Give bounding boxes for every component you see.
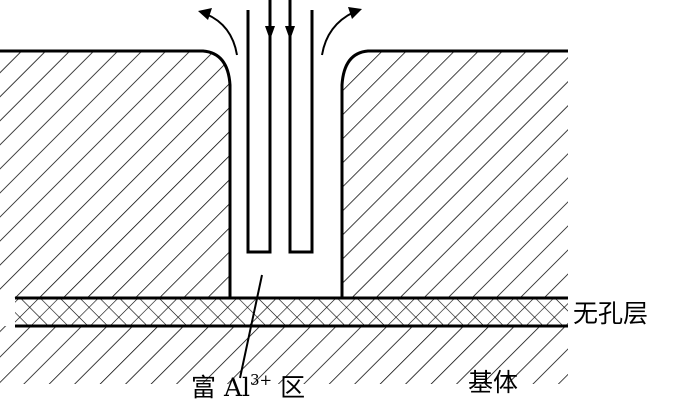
label-al-rich-zone-superscript: 3+ (250, 371, 273, 389)
substrate (0, 326, 568, 384)
label-nonporous-layer: 无孔层 (573, 299, 649, 328)
flow-arrows (205, 11, 355, 56)
al-zone-leader (239, 274, 263, 379)
nonporous-layer (15, 298, 568, 326)
arrow-head-right-icon (348, 7, 362, 19)
label-al-rich-zone-suffix: 区 (272, 373, 306, 402)
porous-layer-right (342, 51, 568, 298)
porous-layer-left (0, 51, 230, 298)
label-substrate: 基体 (468, 368, 519, 397)
arrow-head-left-icon (198, 8, 212, 20)
arrow-head-down-right-icon (285, 26, 295, 40)
label-al-rich-zone: 富 Al3+ 区 (191, 371, 306, 402)
label-al-rich-zone-prefix: 富 Al (191, 373, 250, 402)
pore-channel (246, 0, 314, 254)
arrow-head-down-left-icon (265, 26, 275, 40)
